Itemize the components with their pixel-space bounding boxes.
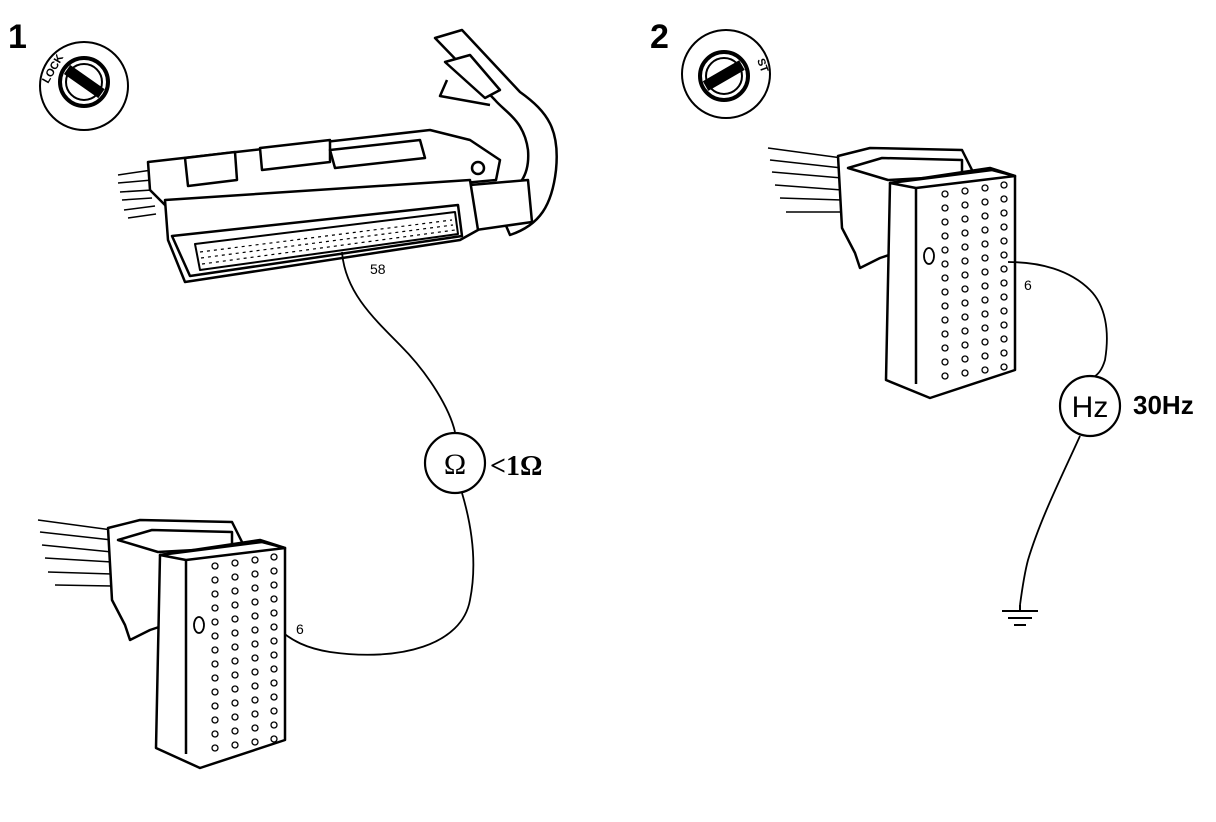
ignition-position-label: ST <box>754 57 770 75</box>
step-1-panel: 1 LOCK <box>8 18 558 770</box>
harness-connector-1 <box>37 518 287 770</box>
ecu-pin-label: 58 <box>370 261 386 277</box>
step-2-number: 2 <box>650 18 669 56</box>
frequency-reading: 30Hz <box>1133 390 1194 420</box>
resistance-reading: <1Ω <box>490 451 542 482</box>
ignition-key-icon <box>681 29 771 119</box>
ohmmeter-icon <box>423 431 487 495</box>
ohmmeter-symbol: Ω <box>444 448 466 481</box>
frequency-meter-icon <box>1058 374 1122 438</box>
ecu-connector <box>117 28 558 284</box>
test-lead-2 <box>281 492 475 656</box>
step-2-panel: 2 ST 6 <box>650 18 1194 626</box>
test-lead-4 <box>1019 435 1081 606</box>
connector-pin-label-1: 6 <box>296 621 304 637</box>
harness-connector-2 <box>767 146 1017 400</box>
connector-pin-label-2: 6 <box>1024 277 1032 293</box>
frequency-meter-symbol: Hz <box>1072 391 1109 424</box>
ignition-key-icon <box>39 41 129 131</box>
test-lead-3 <box>1007 261 1108 379</box>
test-lead-1 <box>341 251 456 433</box>
step-1-number: 1 <box>8 18 27 56</box>
ground-icon <box>1002 605 1038 626</box>
